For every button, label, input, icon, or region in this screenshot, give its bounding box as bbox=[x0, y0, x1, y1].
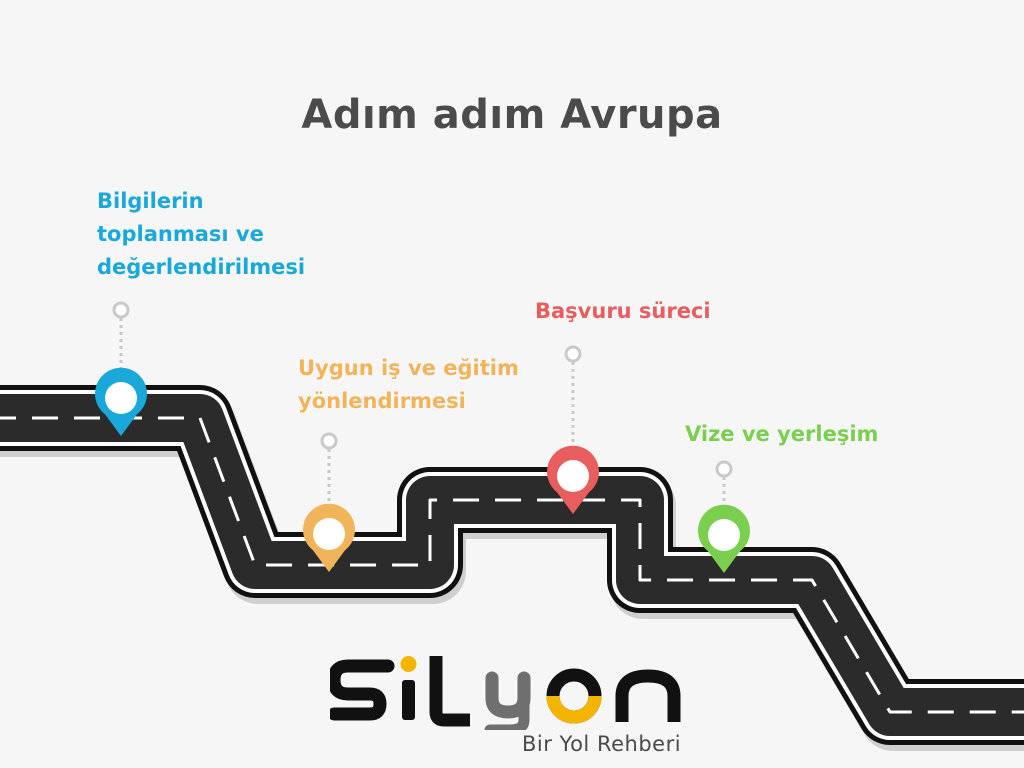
step-4-ring bbox=[715, 460, 733, 478]
step-2-label: Uygun iş ve eğitim yönlendirmesi bbox=[298, 352, 519, 418]
step-3-marker-center bbox=[557, 460, 589, 492]
step-4-marker-center bbox=[708, 519, 740, 551]
page-title: Adım adım Avrupa bbox=[301, 92, 723, 138]
step-1-marker-center bbox=[105, 382, 137, 414]
step-label-line: Vize ve yerleşim bbox=[685, 422, 879, 446]
step-1-label: Bilgilerin toplanması ve değerlendirilmesi bbox=[97, 185, 305, 284]
step-1-pin bbox=[94, 301, 147, 436]
step-label-line: değerlendirilmesi bbox=[97, 255, 306, 279]
step-label-line: toplanması ve bbox=[97, 222, 264, 246]
step-2-marker-center bbox=[313, 518, 345, 550]
step-3-ring bbox=[564, 345, 582, 363]
step-label-line: Başvuru süreci bbox=[535, 299, 711, 323]
road bbox=[0, 385, 1024, 751]
step-2-pin bbox=[303, 432, 356, 572]
silyon-logo bbox=[330, 656, 681, 730]
step-4-label: Vize ve yerleşim bbox=[685, 418, 878, 451]
step-label-line: Bilgilerin bbox=[97, 189, 204, 213]
step-label-line: Uygun iş ve eğitim bbox=[298, 356, 519, 380]
step-3-pin bbox=[547, 345, 600, 514]
step-3-label: Başvuru süreci bbox=[535, 295, 711, 328]
step-4-pin bbox=[698, 460, 750, 573]
step-label-line: yönlendirmesi bbox=[298, 389, 466, 413]
step-1-ring bbox=[112, 301, 130, 319]
step-2-ring bbox=[320, 432, 338, 450]
logo-tagline: Bir Yol Rehberi bbox=[522, 732, 682, 756]
